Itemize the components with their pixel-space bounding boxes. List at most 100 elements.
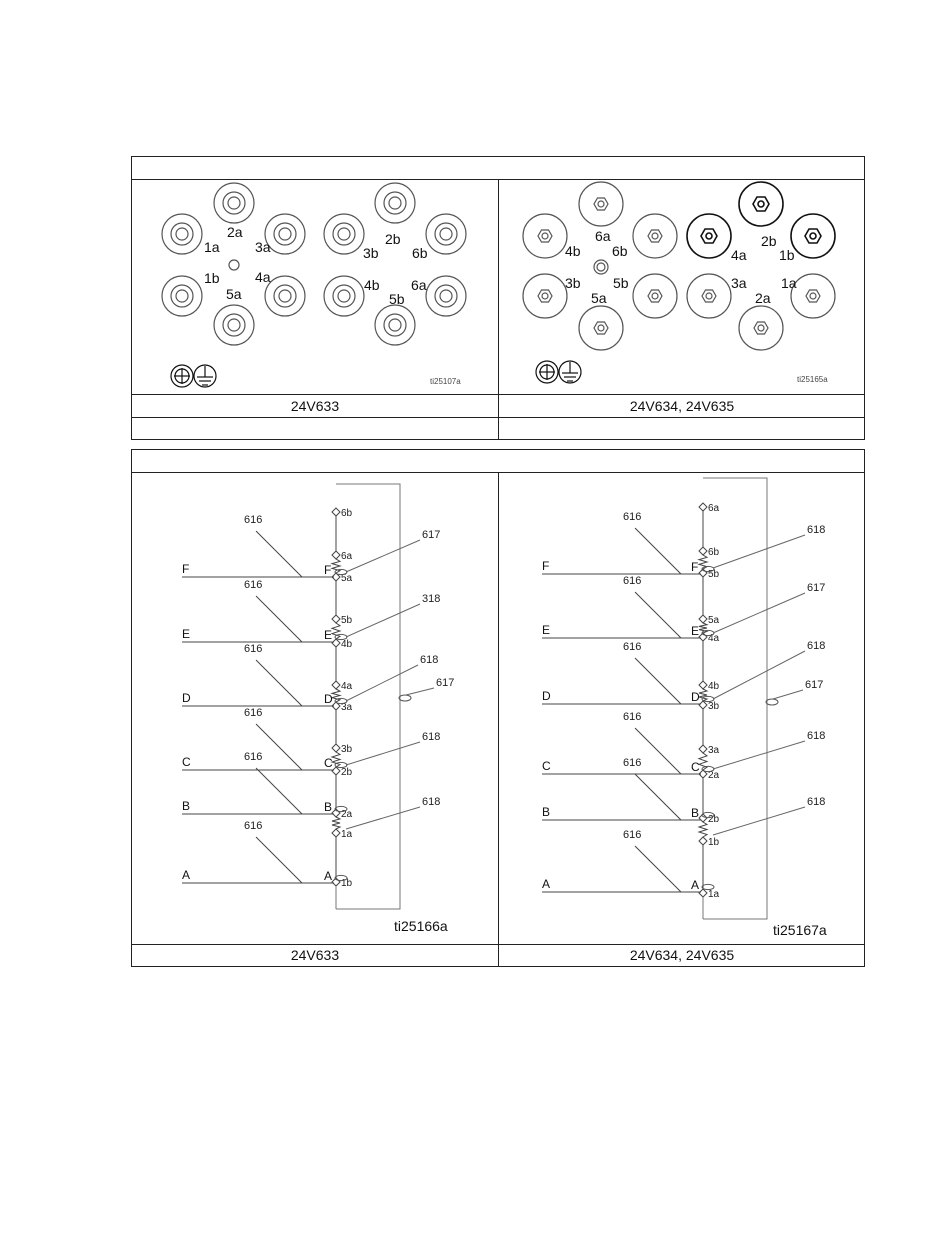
wire-label-left: D [182, 691, 191, 705]
node-label: 2a [708, 770, 720, 781]
terminal-layout-24v634-24v635: 6a 4b 6b 3b 5b 5a 2b 4a 1b 3a 1a 2a ti25… [522, 181, 836, 384]
node-label: 3a [341, 702, 353, 713]
caption-24v633: 24V633 [290, 398, 340, 414]
wire-label-node: E [691, 624, 699, 638]
callout-leader [345, 664, 419, 702]
wire-label-node: A [691, 878, 699, 892]
wire-label-left: F [182, 562, 189, 576]
callout-label: 618 [807, 640, 825, 652]
resistor-spring [697, 821, 709, 838]
terminal-node [331, 680, 341, 690]
callout-label: 618 [807, 730, 825, 742]
part-616-label: 616 [623, 829, 641, 841]
part-616-leader [255, 530, 303, 578]
terminal-label: 2a [755, 290, 771, 306]
terminal-label: 6a [595, 228, 611, 244]
callout-label: 618 [420, 654, 438, 666]
table1-header-row [132, 157, 864, 180]
figure-code: ti25167a [773, 922, 827, 938]
terminal-node [698, 680, 708, 690]
table1-bottom-divider [132, 417, 864, 418]
node-label: 5b [708, 569, 720, 580]
resistor-spring [330, 622, 342, 640]
terminal-1b [161, 275, 203, 317]
part-616-label: 616 [623, 711, 641, 723]
wire-label-node: F [691, 560, 698, 574]
part-616-leader [255, 595, 303, 643]
part-616-leader [634, 657, 682, 705]
terminal-3a [686, 273, 732, 319]
terminal-4b [323, 275, 365, 317]
part-616-label: 616 [623, 641, 641, 653]
table2-caption-divider [132, 944, 864, 945]
callout-label: 618 [807, 796, 825, 808]
wire-label-node: B [691, 806, 699, 820]
wire-label-left: E [182, 627, 190, 641]
terminal-strip-enclosure [703, 477, 768, 920]
ground-symbol-1 [535, 360, 559, 384]
terminal-label: 1b [204, 270, 220, 286]
terminal-label: 3b [565, 275, 581, 291]
part-616-leader [255, 836, 303, 884]
terminal-label: 6a [411, 277, 427, 293]
terminal-label: 4a [255, 269, 271, 285]
callout-leader [772, 689, 804, 700]
table1-column-divider [498, 179, 499, 439]
callout-label: 617 [422, 529, 440, 541]
terminal-layout-table: 1a 2a 3a 1b 4a 5a 2b 3b 6b 4b 5b 6a ti25… [131, 156, 865, 440]
terminal-node [698, 888, 708, 898]
terminal-node [698, 502, 708, 512]
callout-label: 618 [807, 524, 825, 536]
resistor-spring [330, 688, 342, 703]
part-616-leader [634, 527, 682, 575]
callout-leader [345, 741, 421, 766]
resistor-spring [330, 558, 342, 574]
terminal-6b [632, 213, 678, 259]
resistor-spring [331, 816, 342, 830]
node-label: 5b [341, 615, 353, 626]
jumper-clip [701, 565, 715, 573]
terminal-1b [790, 213, 836, 259]
terminal-6b [425, 213, 467, 255]
callout-leader [405, 687, 435, 696]
terminal-3b [323, 213, 365, 255]
terminal-4b [522, 213, 568, 259]
callout-leader [712, 592, 806, 634]
terminal-label: 3a [255, 239, 271, 255]
terminal-1a [161, 213, 203, 255]
wire-label-node: C [324, 756, 333, 770]
callout-leader [345, 539, 421, 573]
table2-column-divider [498, 472, 499, 966]
terminal-label: 1b [779, 247, 795, 263]
node-label: 6a [708, 503, 720, 514]
wire-label-left: C [542, 759, 551, 773]
terminal-label: 1a [781, 275, 797, 291]
node-label: 5a [341, 573, 353, 584]
callout-label: 618 [422, 796, 440, 808]
node-label: 1b [708, 837, 720, 848]
node-label: 2a [341, 809, 353, 820]
resistor-spring [697, 752, 709, 771]
wire-label-left: C [182, 755, 191, 769]
caption-24v634-24v635: 24V634, 24V635 [629, 947, 735, 963]
resistor-spring [698, 688, 709, 702]
part-616-label: 616 [244, 707, 262, 719]
part-616-label: 616 [244, 514, 262, 526]
terminal-4a [264, 275, 306, 317]
node-label: 2b [341, 767, 353, 778]
jumper-clip [334, 874, 348, 882]
part-616-label: 616 [244, 643, 262, 655]
terminal-node [698, 614, 708, 624]
terminal-2a [213, 182, 255, 224]
node-label: 2b [708, 814, 720, 825]
terminal-3a [264, 213, 306, 255]
node-label: 4a [708, 633, 720, 644]
center-stud [228, 259, 240, 271]
wire-label-left: A [542, 877, 550, 891]
caption-24v634-24v635: 24V634, 24V635 [629, 398, 735, 414]
terminal-6a [578, 181, 624, 227]
part-616-leader [255, 767, 303, 815]
terminal-label: 4b [364, 277, 380, 293]
terminal-label: 6b [412, 245, 428, 261]
part-616-leader [634, 591, 682, 639]
